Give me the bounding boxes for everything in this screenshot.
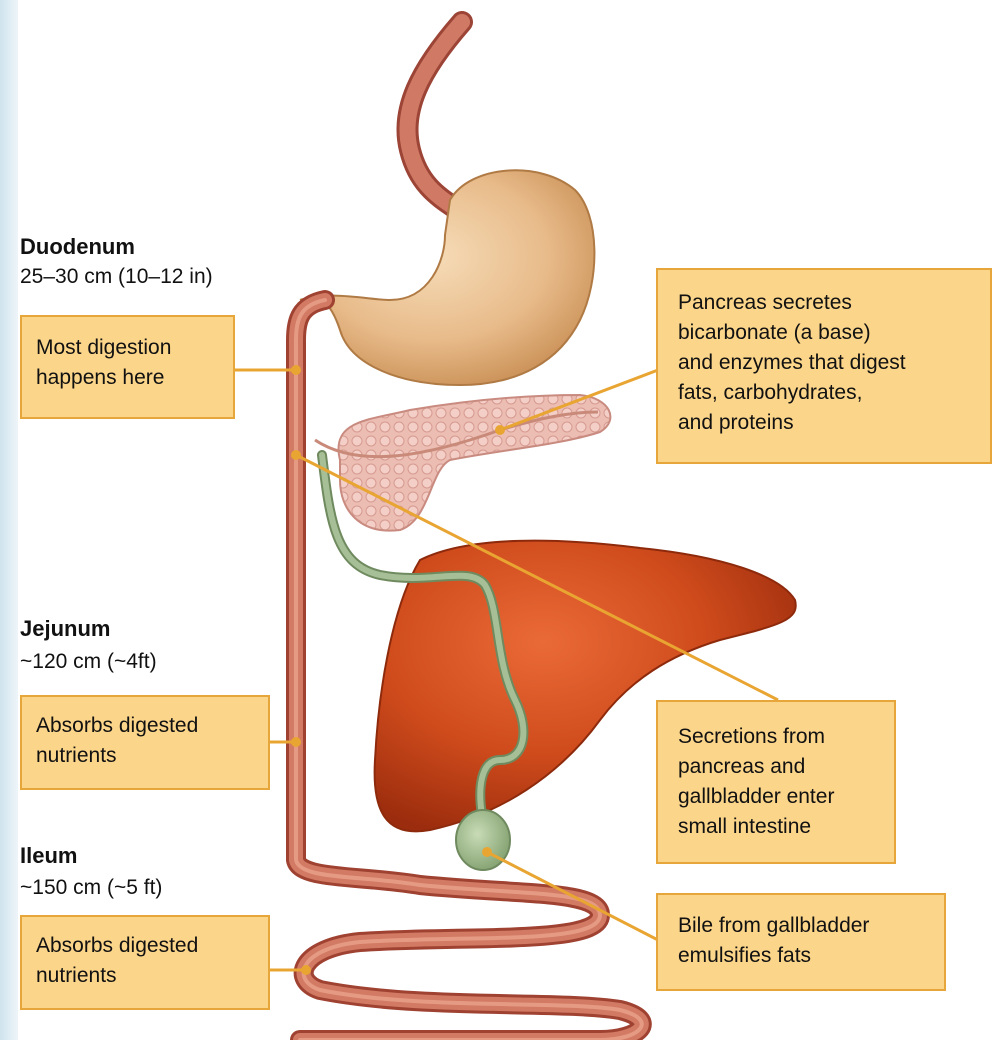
duodenum-note-line: Most digestion: [36, 333, 219, 363]
jejunum-length: ~120 cm (~4ft): [20, 650, 157, 674]
jejunum-note-line: Absorbs digested: [36, 711, 254, 741]
secretions-callout: Secretions from pancreas and gallbladder…: [656, 700, 896, 864]
ileum-length: ~150 cm (~5 ft): [20, 876, 162, 900]
bile-callout-line: emulsifies fats: [678, 941, 930, 971]
pancreas-callout-line: fats, carbohydrates,: [678, 378, 976, 408]
jejunum-note-line: nutrients: [36, 741, 254, 771]
pancreas-callout-line: and enzymes that digest: [678, 348, 976, 378]
duodenum-length: 25–30 cm (10–12 in): [20, 265, 213, 289]
pancreas-callout-line: and proteins: [678, 408, 976, 438]
ileum-note-line: nutrients: [36, 961, 254, 991]
duodenum-note-line: happens here: [36, 363, 219, 393]
pancreas-callout-line: Pancreas secretes: [678, 288, 976, 318]
pancreas-callout-line: bicarbonate (a base): [678, 318, 976, 348]
jejunum-title: Jejunum: [20, 616, 110, 642]
secretions-callout-line: gallbladder enter: [678, 782, 880, 812]
esophagus: [407, 22, 465, 215]
bile-callout-line: Bile from gallbladder: [678, 911, 930, 941]
duodenum-title: Duodenum: [20, 234, 135, 260]
ileum-callout: Absorbs digested nutrients: [20, 915, 270, 1010]
ileum-title: Ileum: [20, 843, 77, 869]
secretions-callout-line: small intestine: [678, 812, 880, 842]
duodenum-callout: Most digestion happens here: [20, 315, 235, 419]
jejunum-callout: Absorbs digested nutrients: [20, 695, 270, 790]
bile-callout: Bile from gallbladder emulsifies fats: [656, 893, 946, 991]
secretions-callout-line: Secretions from: [678, 722, 880, 752]
secretions-callout-line: pancreas and: [678, 752, 880, 782]
pancreas-callout: Pancreas secretes bicarbonate (a base) a…: [656, 268, 992, 464]
ileum-note-line: Absorbs digested: [36, 931, 254, 961]
pancreas: [315, 395, 610, 531]
